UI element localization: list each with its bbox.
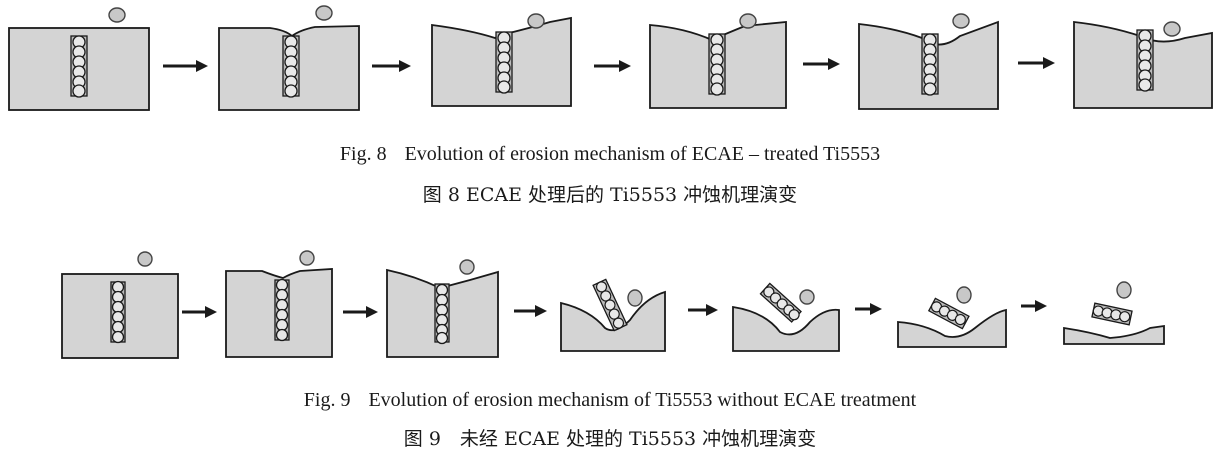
fig8-stage-4 [649, 13, 787, 109]
fig8-stage-5 [858, 13, 999, 110]
fig8-stage-1 [8, 7, 150, 111]
fig8-arrow-1 [163, 60, 208, 72]
fig9-caption-en: Fig. 9 Evolution of erosion mechanism of … [0, 389, 1220, 412]
fig8-arrow-4 [803, 58, 840, 70]
figure-9-diagram [0, 240, 1220, 375]
fig9-stage-2 [225, 250, 333, 358]
fig8-stage-1-grain-column [70, 35, 88, 98]
fig8-arrow-3 [594, 60, 631, 72]
fig8-stage-6 [1073, 20, 1213, 109]
fig9-caption-label: Fig. 9 [303, 389, 351, 411]
fig9-arrow-1 [182, 306, 217, 318]
fig8-caption-label: Fig. 8 [339, 143, 387, 165]
figure-8-diagram [0, 0, 1220, 140]
fig8-caption-zh: 图 8 ECAE 处理后的 Ti5553 冲蚀机理演变 [422, 184, 798, 206]
fig9-arrow-5 [855, 303, 882, 315]
fig9-stage-3 [386, 259, 499, 358]
fig8-caption-en: Fig. 8 Evolution of erosion mechanism of … [0, 143, 1220, 166]
fig9-arrow-3 [514, 305, 547, 317]
figure-8-svg [8, 5, 1213, 111]
fig9-arrow-6 [1021, 300, 1047, 312]
fig8-caption-text: Evolution of erosion mechanism of ECAE –… [404, 143, 881, 165]
figure-9-svg [61, 250, 1165, 359]
fig8-stage-2 [218, 5, 360, 111]
fig9-stage-6 [897, 286, 1007, 348]
fig9-arrow-2 [343, 306, 378, 318]
fig9-caption-text: Evolution of erosion mechanism of Ti5553… [368, 389, 917, 411]
fig9-stage-1 [61, 251, 179, 359]
fig9-stage-5 [732, 282, 840, 352]
fig9-stage-4 [560, 278, 666, 352]
fig8-arrow-5 [1018, 57, 1055, 69]
fig8-arrow-2 [372, 60, 411, 72]
fig9-stage-7 [1063, 281, 1165, 345]
fig9-caption-zh: 图 9 未经 ECAE 处理的 Ti5553 冲蚀机理演变 [403, 428, 817, 450]
fig8-stage-3 [431, 13, 572, 107]
fig9-arrow-4 [688, 304, 718, 316]
